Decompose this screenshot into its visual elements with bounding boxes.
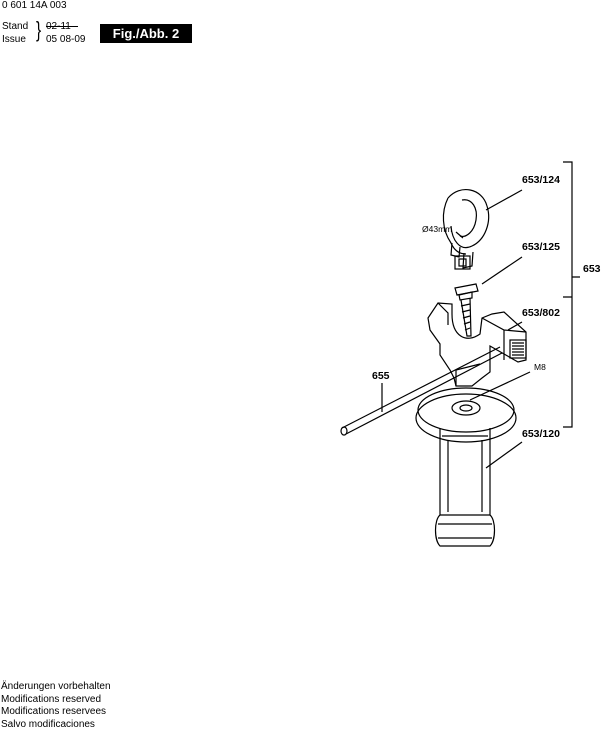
label-653-125: 653/125 xyxy=(522,241,560,253)
label-clamp-diameter: Ø43mm xyxy=(422,224,452,234)
footer-line-es: Salvo modificaciones xyxy=(1,719,111,731)
footer-line-en: Modifications reserved xyxy=(1,694,111,707)
label-655: 655 xyxy=(372,370,390,382)
leader-653-124 xyxy=(486,190,522,210)
footer-line-fr: Modifications reservees xyxy=(1,706,111,719)
depth-rod xyxy=(341,347,502,435)
label-653-802: 653/802 xyxy=(522,307,560,319)
label-thread-m8: M8 xyxy=(534,362,546,372)
leader-dim xyxy=(456,232,463,238)
handle-body xyxy=(428,303,526,386)
wing-bolt xyxy=(455,284,478,336)
label-653: 653 xyxy=(583,263,601,275)
footer-line-de: Änderungen vorbehalten xyxy=(1,681,111,694)
leader-653-120 xyxy=(486,442,522,468)
label-653-120: 653/120 xyxy=(522,428,560,440)
label-653-124: 653/124 xyxy=(522,174,560,186)
grip-handle xyxy=(436,428,495,546)
leader-653-125 xyxy=(482,257,522,284)
footer-disclaimer: Änderungen vorbehalten Modifications res… xyxy=(1,681,111,731)
group-bracket xyxy=(563,162,580,427)
leader-m8 xyxy=(470,372,530,400)
guard-disc xyxy=(416,388,516,442)
